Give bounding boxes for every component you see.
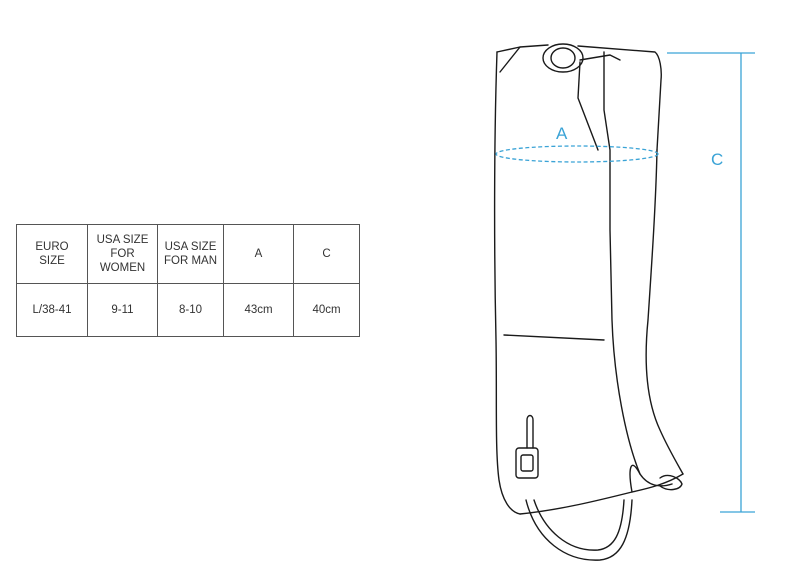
- cell-euro-size: L/38-41: [16, 283, 88, 337]
- label-c: C: [711, 150, 723, 169]
- header-usa-man: USA SIZE FOR MAN: [157, 224, 224, 284]
- cell-usa-women: 9-11: [87, 283, 158, 337]
- size-chart-table: EURO SIZE USA SIZE FOR WOMEN USA SIZE FO…: [16, 224, 360, 337]
- circumference-a-marker: [495, 145, 659, 163]
- cell-c: 40cm: [293, 283, 360, 337]
- table-row: L/38-41 9-11 8-10 43cm 40cm: [16, 283, 360, 337]
- label-a: A: [556, 124, 568, 143]
- header-euro-size: EURO SIZE: [16, 224, 88, 284]
- size-chart-header-row: EURO SIZE USA SIZE FOR WOMEN USA SIZE FO…: [16, 224, 360, 284]
- gaiter-outline: [493, 43, 684, 561]
- dimension-a: A: [495, 124, 659, 163]
- header-usa-women: USA SIZE FOR WOMEN: [87, 224, 158, 284]
- cell-a: 43cm: [223, 283, 294, 337]
- header-c: C: [293, 224, 360, 284]
- dimension-c: [667, 52, 755, 513]
- cell-usa-man: 8-10: [157, 283, 224, 337]
